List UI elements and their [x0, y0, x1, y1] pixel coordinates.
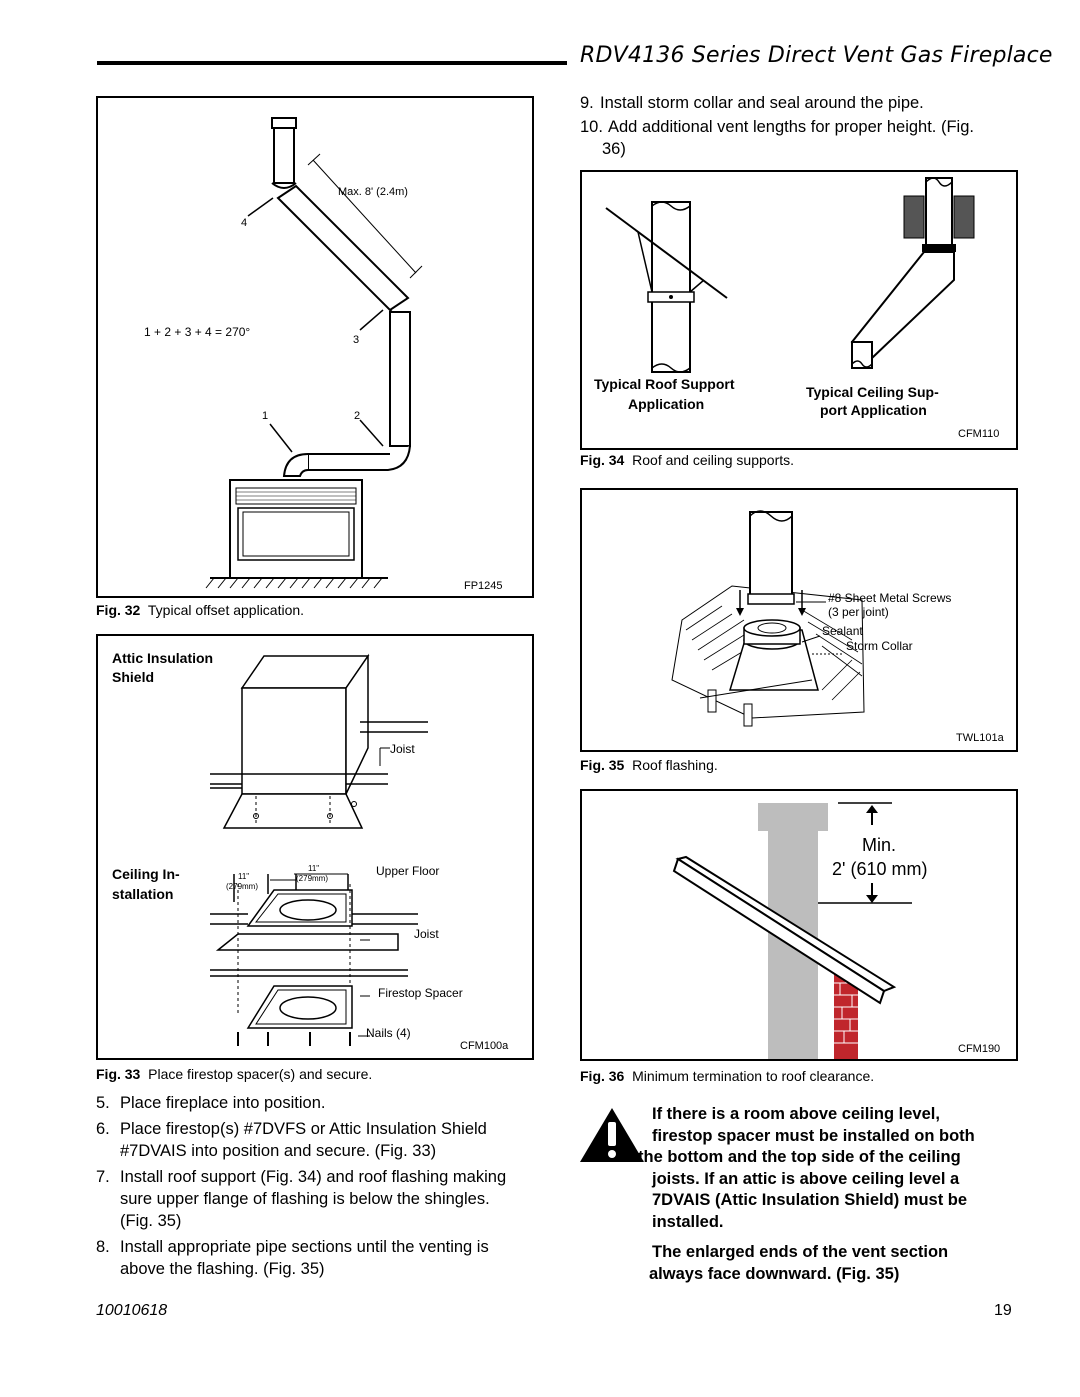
fig36-min-label: Min. [862, 835, 897, 855]
fig36-caption-text: Minimum termination to roof clearance. [632, 1068, 875, 1084]
warning-line-8: always face downward. (Fig. 35) [649, 1264, 900, 1283]
fig33-dim-left-mm: (279mm) [226, 882, 259, 891]
fig34-right-label-1: Typical Ceiling Sup- [806, 384, 939, 400]
fig34-caption-text: Roof and ceiling supports. [632, 452, 795, 468]
fig33-caption-text: Place firestop spacer(s) and secure. [148, 1066, 373, 1082]
fig33-nails: Nails (4) [366, 1026, 411, 1040]
fig35-code: TWL101a [956, 732, 1004, 744]
fig32-n4: 4 [241, 217, 248, 229]
step-8: 8. Install appropriate pipe sections unt… [96, 1236, 546, 1280]
fig34-left-label-1: Typical Roof Support [594, 376, 735, 392]
warning-line-7: The enlarged ends of the vent section [652, 1243, 949, 1261]
page-title: RDV4136 Series Direct Vent Gas Fireplace [580, 43, 1053, 68]
step-7: 7. Install roof support (Fig. 34) and ro… [96, 1166, 546, 1232]
warning-line-6: installed. [652, 1212, 724, 1231]
step-6-line-2: #7DVAIS into position and secure. (Fig. … [120, 1142, 437, 1160]
step-5-line-1: Place fireplace into position. [120, 1094, 326, 1112]
warning-line-5: 7DVAIS (Attic Insulation Shield) must be [652, 1191, 968, 1209]
header-rule [97, 61, 567, 65]
fig33-dim-right: 11" [308, 864, 320, 873]
fig33-box: Attic Insulation Shield Joist Ceiling In… [96, 634, 534, 1060]
step-7-num: 7. [96, 1168, 110, 1186]
step-8-line-1: Install appropriate pipe sections until … [120, 1238, 489, 1256]
steps-top: 9. Install storm collar and seal around … [580, 92, 1020, 160]
fig36-min-value: 2' (610 mm) [832, 859, 928, 879]
fig34-left-label-2: Application [628, 396, 705, 412]
fig32-code: FP1245 [464, 580, 503, 592]
fig33-joist-top: Joist [390, 742, 415, 756]
fig32-caption: Fig. 32 Typical offset application. [96, 602, 304, 618]
fig33-attic-label-1: Attic Insulation [112, 650, 214, 666]
fig35-sealant: Sealant [822, 624, 863, 638]
fig32-angle-label: 1 + 2 + 3 + 4 = 270° [144, 325, 251, 339]
fig32-illustration [205, 117, 423, 589]
step-9: 9. Install storm collar and seal around … [580, 92, 1020, 114]
warning-text: If there is a room above ceiling level, … [638, 1104, 1022, 1285]
fig35-screws-1: #8 Sheet Metal Screws [828, 591, 952, 605]
step-5: 5. Place fireplace into position. [96, 1092, 546, 1114]
steps-bottom: 5. Place fireplace into position. 6. Pla… [96, 1092, 546, 1280]
doc-number: 10010618 [96, 1302, 168, 1319]
fig36-caption: Fig. 36 Minimum termination to roof clea… [580, 1068, 874, 1084]
fig33-attic-label-2: Shield [112, 669, 155, 685]
fig36-box: Min. 2' (610 mm) CFM190 [580, 789, 1018, 1061]
step-5-num: 5. [96, 1094, 110, 1112]
fig33-caption: Fig. 33 Place firestop spacer(s) and sec… [96, 1066, 372, 1082]
fig33-dim-left: 11" [238, 872, 250, 881]
warning-line-1: If there is a room above ceiling level, [652, 1105, 940, 1123]
warning-icon [580, 1108, 644, 1162]
fig33-ceiling-label-2: stallation [112, 886, 174, 902]
fig32-box: Max. 8' (2.4m) 1 + 2 + 3 + 4 = 270° 4 3 … [96, 96, 534, 598]
fig32-max-label: Max. 8' (2.4m) [338, 186, 408, 198]
step-9-text: Install storm collar and seal around the… [600, 94, 924, 112]
fig35-storm-collar: Storm Collar [846, 639, 913, 653]
step-6-num: 6. [96, 1120, 110, 1138]
fig33-firestop-spacer: Firestop Spacer [378, 986, 463, 1000]
fig33-code: CFM100a [460, 1040, 509, 1052]
fig34-caption: Fig. 34 Roof and ceiling supports. [580, 452, 794, 468]
step-7-line-2: sure upper flange of flashing is below t… [120, 1190, 490, 1208]
fig35-box: #8 Sheet Metal Screws (3 per joint) Seal… [580, 488, 1018, 752]
fig34-caption-num: Fig. 34 [580, 452, 625, 468]
fig33-illustration [210, 653, 428, 1046]
fig36-caption-num: Fig. 36 [580, 1068, 625, 1084]
fig32-n1: 1 [262, 410, 269, 422]
step-10: 10. Add additional vent lengths for prop… [580, 116, 1020, 160]
step-9-num: 9. [580, 94, 594, 112]
fig32-n3: 3 [353, 334, 360, 346]
step-6-line-1: Place firestop(s) #7DVFS or Attic Insula… [120, 1120, 487, 1138]
step-8-line-2: above the flashing. (Fig. 35) [120, 1260, 325, 1278]
fig36-illustration [672, 802, 912, 1059]
fig33-joist-bottom: Joist [414, 927, 439, 941]
page-number: 19 [994, 1302, 1012, 1319]
fig36-code: CFM190 [958, 1043, 1001, 1055]
step-6: 6. Place firestop(s) #7DVFS or Attic Ins… [96, 1118, 546, 1162]
fig33-caption-num: Fig. 33 [96, 1066, 141, 1082]
fig35-caption-text: Roof flashing. [632, 757, 718, 773]
fig34-illustration [605, 177, 975, 373]
warning-line-3: the bottom and the top side of the ceili… [638, 1148, 961, 1166]
step-10-num: 10. [580, 118, 603, 136]
fig33-ceiling-label-1: Ceiling In- [112, 866, 180, 882]
fig32-caption-num: Fig. 32 [96, 602, 141, 618]
step-8-num: 8. [96, 1238, 110, 1256]
fig34-code: CFM110 [958, 428, 1000, 440]
step-10-text: Add additional vent lengths for proper h… [608, 118, 974, 136]
fig34-box: Typical Roof Support Application Typical… [580, 170, 1018, 450]
step-7-line-1: Install roof support (Fig. 34) and roof … [120, 1168, 507, 1186]
step-10-text-2: 36) [602, 140, 626, 158]
fig35-caption-num: Fig. 35 [580, 757, 625, 773]
fig35-caption: Fig. 35 Roof flashing. [580, 757, 718, 773]
fig35-screws-2: (3 per joint) [828, 605, 889, 619]
step-7-line-3: (Fig. 35) [120, 1212, 182, 1230]
fig35-illustration [671, 510, 865, 727]
fig32-n2: 2 [354, 410, 361, 422]
fig32-caption-text: Typical offset application. [147, 602, 305, 618]
fig33-upper-floor: Upper Floor [376, 864, 440, 878]
fig34-right-label-2: port Application [820, 402, 927, 418]
fig33-dim-right-mm: (279mm) [296, 874, 329, 883]
warning-line-4: joists. If an attic is above ceiling lev… [652, 1169, 960, 1188]
warning-line-2: firestop spacer must be installed on bot… [652, 1126, 975, 1145]
